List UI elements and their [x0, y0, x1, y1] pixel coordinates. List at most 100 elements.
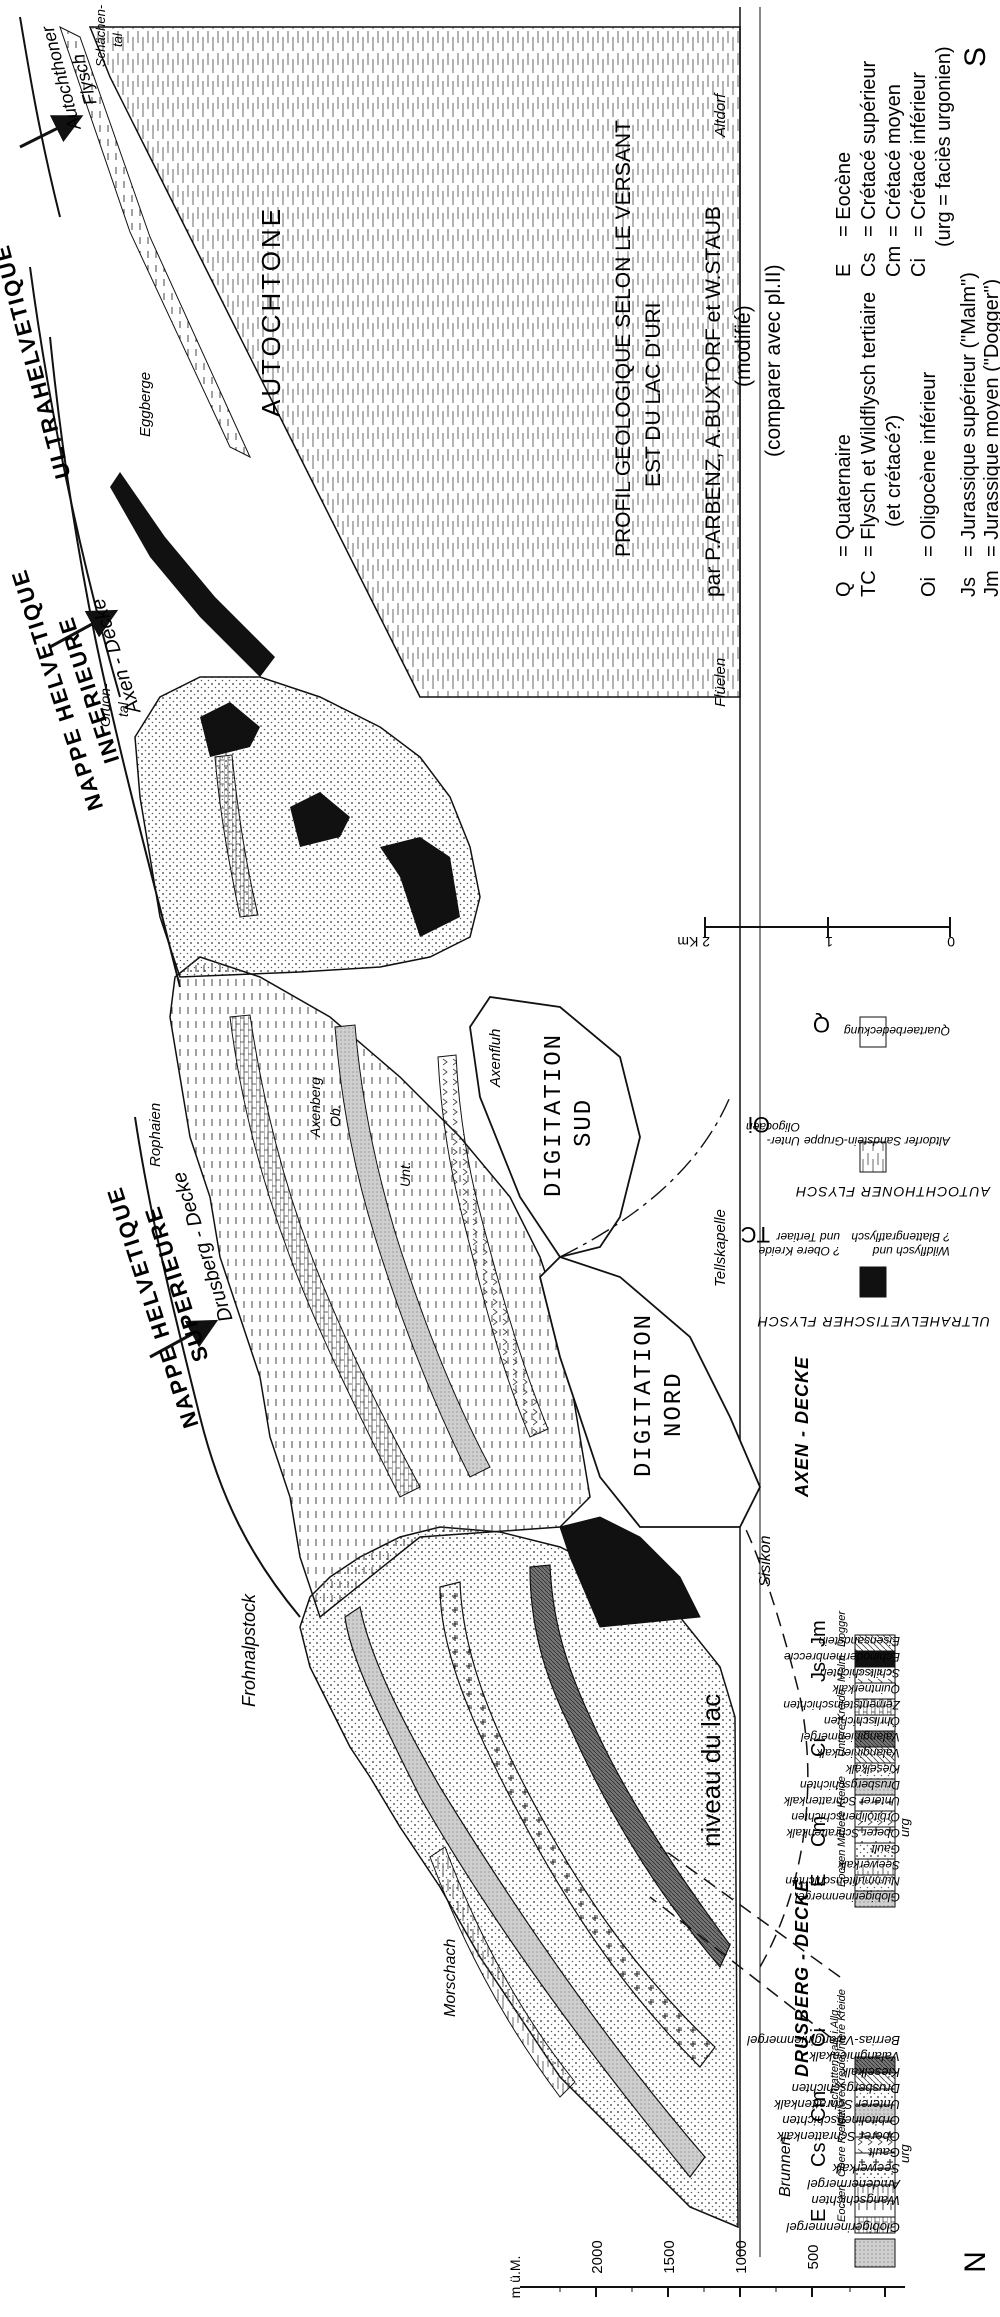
upper-fold-band-b	[334, 1024, 491, 1478]
buried-fault-2	[659, 1846, 841, 1978]
drusberg-group-untere-kreide: Untere Kreide	[836, 1989, 848, 2057]
abbr-text-cs: = Crétacé supérieur	[858, 60, 880, 237]
place-axenberg-unt: Unt.	[397, 1161, 413, 1187]
place-frohnalpstock: Frohnalpstock	[239, 1593, 259, 1707]
drusberg-urg-label: urg	[897, 2143, 912, 2163]
abbr-code-tc: TC	[858, 570, 880, 597]
drusberg-group-eocaen: Eocaen	[836, 2185, 848, 2222]
autochthone-mass	[88, 26, 741, 698]
axen-item-10: Valanginienkalk	[815, 1746, 900, 1760]
digitation-sud-outline	[469, 996, 641, 1259]
ultra-flysch-swatch	[859, 1266, 887, 1298]
axen-item-2: Nummulitenschichten	[785, 1874, 900, 1888]
thrust-arrow-upper	[149, 1319, 219, 1359]
drusberg-item-3: Amdenermergel	[806, 2177, 901, 2192]
compass-north: N	[959, 2251, 992, 2273]
digitation-sud-label-1: DIGITATION	[541, 1033, 568, 1197]
axen-item-17: Eisensandstein	[818, 1634, 900, 1648]
title-line-5: (comparer avec pl.II)	[762, 264, 785, 457]
axen-group-malm: Malm	[836, 1655, 848, 1682]
axen-item-6: Orbitolinenschichten	[791, 1810, 900, 1824]
axen-item-13: Zementsteinschichten	[783, 1698, 901, 1712]
place-gruontal-2: tal	[115, 701, 131, 717]
drusberg-item-2: Wangschichten	[811, 2193, 900, 2208]
axen-code-ci: Ci	[808, 1738, 830, 1757]
auto-flysch-age-2: Oligocaen	[746, 1120, 800, 1134]
buried-fold-outline	[739, 1516, 809, 1968]
drusberg-item-11: Valanginienkalk	[808, 2049, 900, 2064]
axen-item-5: Oberer Schrattenkalk	[786, 1826, 900, 1840]
title-line-2: EST DU LAC D'URI	[642, 303, 665, 488]
drusberg-group-mittlere-kreide: Mittlere Kreide	[836, 2056, 848, 2127]
auto-flysch-swatch	[859, 1141, 887, 1173]
drusberg-code-e: E	[808, 2209, 830, 2222]
quart-swatch	[859, 1016, 887, 1048]
place-brunnen: Brunnen	[777, 2136, 794, 2197]
drusberg-item-9: Drusbergschichten	[792, 2081, 900, 2096]
axen-code-e: E	[808, 1874, 830, 1887]
place-axenberg-ob: Ob.	[327, 1104, 343, 1127]
abbr-text-jm: = Jurassique moyen ("Dogger")	[981, 279, 1000, 557]
altitude-tick-500: 500	[805, 2244, 822, 2269]
place-gruontal-1: Gruon-	[97, 683, 113, 727]
upper-fold-band-a	[229, 1014, 421, 1498]
drusberg-swatch-berrias	[854, 2056, 896, 2074]
place-schaechental-2: tal	[110, 32, 125, 47]
abbr-code-q: Q	[833, 581, 855, 597]
drusberg-item-4: Seewerkalk	[831, 2161, 900, 2176]
fold-band-4	[429, 1846, 576, 2098]
ultra-flysch-code: TC	[741, 1222, 770, 1247]
axen-item-1: Globigerinenmergel	[795, 1890, 900, 1904]
drusberg-code-ci: Ci	[808, 2028, 830, 2047]
axen-swatch-17	[854, 1634, 896, 1652]
axen-code-cm: Cm	[808, 1816, 830, 1847]
drusberg-swatch-globigerinenmergel	[854, 2238, 896, 2268]
axen-code-jm: Jm	[808, 1620, 830, 1647]
altitude-tick-1500: 1500	[661, 2240, 678, 2273]
auto-flysch-age-1: Unter-	[767, 1134, 800, 1148]
digitation-nord-label-1: DIGITATION	[631, 1313, 658, 1477]
axen-item-8: Drusbergschichten	[800, 1778, 900, 1792]
autochtone-label: AUTOCHTONE	[256, 206, 286, 417]
axen-group-untere-kreide: Untere Kreide	[836, 1689, 848, 1757]
cross-section	[19, 7, 841, 2257]
drusberg-code-cm: Cm	[808, 2091, 830, 2122]
thrust-arrow-autochthon	[19, 115, 84, 149]
abbr-code-js: Js	[958, 577, 980, 597]
abbr-code-cs: Cs	[858, 253, 880, 277]
digitation-nord-label-2: NORD	[661, 1371, 688, 1437]
place-fluelen: Flüelen	[712, 658, 729, 707]
title-line-1: PROFIL GEOLOGIQUE SELON LE VERSANT	[612, 120, 635, 557]
abbr-text-cm: = Crétacé moyen	[883, 84, 905, 237]
axen-fold-band	[214, 754, 259, 918]
title-line-4: (modifié)	[732, 305, 755, 387]
place-tellskapelle: Tellskapelle	[712, 1209, 729, 1287]
place-morschach: Morschach	[442, 1939, 459, 2017]
axen-legend-title: AXEN - DECKE	[792, 1356, 812, 1498]
drusberg-item-7: Orbitolinenschichten	[782, 2113, 900, 2128]
fold-band-1	[344, 1606, 706, 2178]
place-altdorf: Altdorf	[712, 92, 729, 138]
axen-item-12: Öhrlischichten	[824, 1714, 900, 1728]
axen-dark-layer-3	[200, 702, 260, 757]
thrust-line-ultrahelvetic	[29, 266, 121, 698]
drusberg-code-cs: Cs	[808, 2143, 830, 2167]
abbr-text-oi: = Oligocène inférieur	[918, 372, 940, 557]
axen-code-js: Js	[808, 1662, 830, 1682]
compass-south: S	[959, 47, 992, 67]
axen-dark-layer-2	[290, 792, 350, 847]
quart-item: Quartaerbedeckung	[844, 1024, 950, 1038]
ultra-flysch-item-2: ? Blattengratflysch	[851, 1230, 950, 1244]
abbr-text-ci: = Crétacé inférieur	[908, 72, 930, 237]
lake-level-label: niveau du lac	[696, 1694, 726, 1847]
abbreviations-list: Q = Quaternaire TC = Flysch et Wildflysc…	[833, 46, 1000, 597]
scale-bar: 0 1 2 Km	[677, 917, 955, 950]
place-axenfluh: Axenfluh	[487, 1029, 504, 1088]
axen-item-3: Seewerkalk	[837, 1858, 900, 1872]
altitude-tick-2000: 2000	[589, 2240, 606, 2273]
flysch-legend: ULTRAHELVETISCHER FLYSCH Wildflysch und …	[741, 1012, 991, 1330]
place-rophaien: Rophaien	[147, 1103, 164, 1167]
